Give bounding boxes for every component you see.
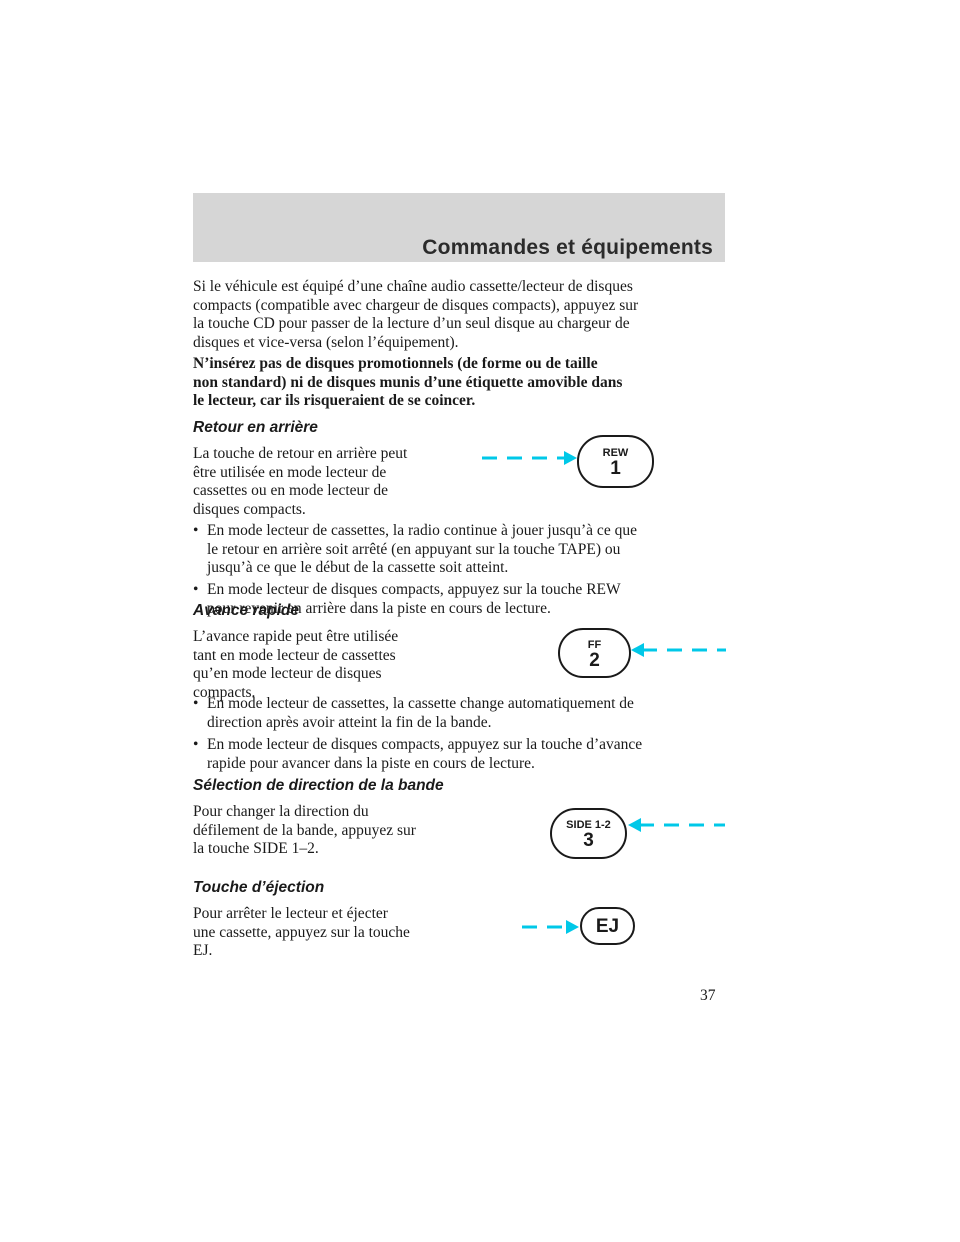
eject-line: Pour arrêter le lecteur et éjecter (193, 905, 388, 922)
list-item-line: jusqu’à ce que le début de la cassette s… (207, 559, 509, 577)
rewind-heading: Retour en arrière (193, 419, 318, 436)
list-item-line: le retour en arrière soit arrêté (en app… (207, 540, 621, 558)
arrow-right-icon (522, 920, 579, 934)
eject-line: une cassette, appuyez sur la touche (193, 923, 410, 941)
intro-line: disques et vice-versa (selon l’équipemen… (193, 333, 459, 351)
list-item-line: En mode lecteur de cassettes, la radio c… (207, 522, 637, 539)
side-line: Pour changer la direction du (193, 803, 369, 820)
eject-paragraph: Pour arrêter le lecteur et éjecter une c… (193, 905, 493, 961)
page-number: 37 (700, 987, 716, 1004)
rewind-paragraph: La touche de retour en arrière peut être… (193, 445, 483, 519)
list-item-line: rapide pour avancer dans la piste en cou… (207, 754, 535, 772)
eject-heading: Touche d’éjection (193, 879, 325, 896)
header-band: Commandes et équipements (193, 193, 725, 262)
warning-line: non standard) ni de disques munis d’une … (193, 373, 623, 391)
list-item-line: En mode lecteur de disques compacts, app… (207, 736, 643, 753)
intro-paragraph: Si le véhicule est équipé d’une chaîne a… (193, 278, 733, 352)
warning-line: le lecteur, car ils risqueraient de se c… (193, 392, 476, 410)
arrow-left-icon (628, 818, 725, 832)
rewind-line: La touche de retour en arrière peut (193, 445, 408, 462)
warning-line: N’insérez pas de disques promotionnels (… (193, 355, 598, 372)
rewind-line: être utilisée en mode lecteur de (193, 463, 387, 481)
eject-line: EJ. (193, 942, 213, 960)
intro-line: la touche CD pour passer de la lecture d… (193, 315, 630, 333)
rew-button-number: 1 (610, 458, 621, 479)
fastforward-line: tant en mode lecteur de cassettes (193, 646, 396, 664)
side-heading: Sélection de direction de la bande (193, 777, 444, 794)
intro-line: compacts (compatible avec chargeur de di… (193, 296, 639, 314)
side-button-number: 3 (583, 830, 594, 851)
list-item-line: pour revenir en arrière dans la piste en… (207, 599, 551, 617)
arrow-right-icon (482, 451, 577, 465)
bullet-dot: • (193, 695, 199, 712)
warning-paragraph: N’insérez pas de disques promotionnels (… (193, 355, 733, 411)
fastforward-line: qu’en mode lecteur de disques (193, 665, 382, 683)
ej-button: EJ (580, 907, 635, 945)
intro-line: Si le véhicule est équipé d’une chaîne a… (193, 278, 633, 295)
side-button-label: SIDE 1-2 (566, 819, 611, 831)
side-paragraph: Pour changer la direction du défilement … (193, 803, 493, 859)
fastforward-line: L’avance rapide peut être utilisée (193, 628, 399, 645)
side-line: défilement de la bande, appuyez sur (193, 821, 416, 839)
ff-button: FF 2 (558, 628, 631, 678)
rew-button-label: REW (602, 447, 629, 459)
list-item-line: En mode lecteur de disques compacts, app… (207, 581, 621, 598)
ff-button-label: FF (587, 639, 602, 651)
bullet-dot: • (193, 581, 199, 598)
ff-button-number: 2 (589, 650, 600, 671)
list-item-line: En mode lecteur de cassettes, la cassett… (207, 695, 634, 712)
rewind-line: disques compacts. (193, 500, 306, 518)
fastforward-paragraph: L’avance rapide peut être utilisée tant … (193, 628, 483, 702)
side-line: la touche SIDE 1–2. (193, 840, 319, 858)
fastforward-line: compacts. (193, 683, 256, 701)
bullet-dot: • (193, 522, 199, 539)
bullet-dot: • (193, 736, 199, 753)
rewind-line: cassettes ou en mode lecteur de (193, 482, 388, 500)
ej-button-label: EJ (595, 916, 620, 937)
fastforward-heading: Avance rapide (193, 602, 299, 619)
rew-button: REW 1 (577, 435, 654, 488)
list-item-line: direction après avoir atteint la fin de … (207, 713, 492, 731)
side-button: SIDE 1-2 3 (550, 808, 627, 859)
section-title: Commandes et équipements (422, 236, 713, 259)
arrow-left-icon (631, 643, 726, 657)
